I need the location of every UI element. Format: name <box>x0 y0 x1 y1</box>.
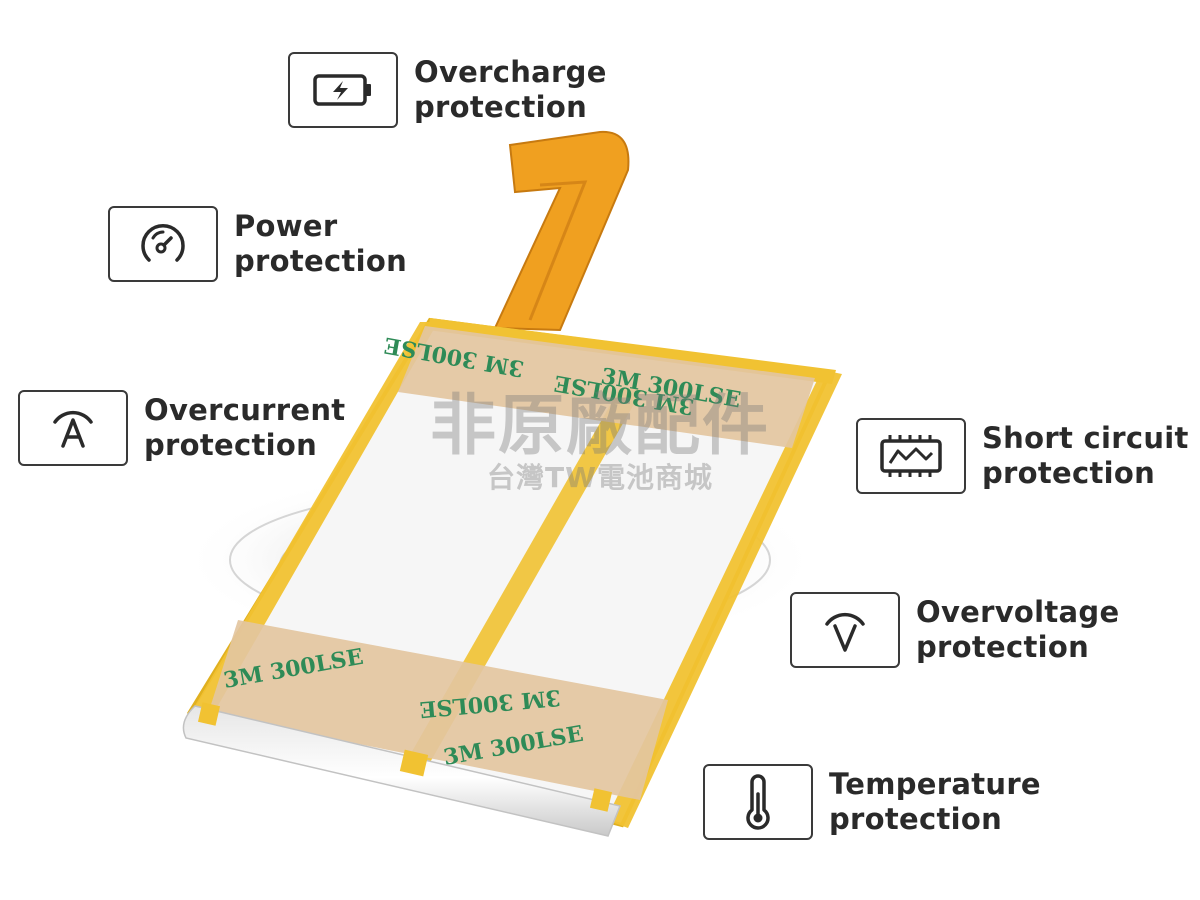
feature-title: Temperature <box>829 767 1041 801</box>
feature-title: Overcurrent <box>144 393 346 427</box>
feature-icon-box <box>18 390 128 466</box>
feature-icon-box <box>108 206 218 282</box>
feature-label: Short circuit protection <box>982 421 1189 491</box>
feature-overcurrent: Overcurrent protection <box>18 390 345 466</box>
frame-left-edge <box>190 322 438 716</box>
feature-title: Power <box>234 209 338 243</box>
watermark-sub: 台灣TW電池商城 <box>487 461 713 494</box>
flex-cable <box>493 130 630 332</box>
feature-short-circuit: Short circuit protection <box>856 418 1189 494</box>
watermark: 非原廠配件 台灣TW電池商城 <box>420 390 780 494</box>
feature-label: Overvoltage protection <box>916 595 1119 665</box>
feature-temperature: Temperature protection <box>703 764 1041 840</box>
watermark-main: 非原廠配件 <box>430 387 770 464</box>
feature-icon-box <box>856 418 966 494</box>
ampere-icon <box>53 410 93 448</box>
feature-label: Overcharge protection <box>414 55 607 125</box>
feature-icon-box <box>703 764 813 840</box>
feature-subtitle: protection <box>414 90 588 124</box>
feature-title: Short circuit <box>982 421 1189 455</box>
feature-subtitle: protection <box>144 428 318 462</box>
feature-icon-box <box>288 52 398 128</box>
feature-overvoltage: Overvoltage protection <box>790 592 1119 668</box>
tape-top <box>398 326 815 448</box>
voltage-icon <box>825 612 865 652</box>
gauge-icon <box>141 223 185 262</box>
feature-label: Overcurrent protection <box>144 393 345 463</box>
circuit-board-icon <box>880 435 942 477</box>
feature-power: Power protection <box>108 206 407 282</box>
feature-icon-box <box>790 592 900 668</box>
feature-label: Temperature protection <box>829 767 1041 837</box>
cell-clip <box>399 749 429 777</box>
feature-subtitle: protection <box>916 630 1090 664</box>
tape-bottom <box>208 620 668 800</box>
feature-subtitle: protection <box>234 244 408 278</box>
frame-right-edge <box>606 370 842 828</box>
cell-clip <box>589 788 613 812</box>
feature-subtitle: protection <box>982 456 1156 490</box>
flex-cable-trace <box>528 180 588 321</box>
feature-overcharge: Overcharge protection <box>288 52 607 128</box>
cell-clip <box>197 702 221 726</box>
battery-charging-icon <box>313 74 371 106</box>
feature-title: Overcharge <box>414 55 607 89</box>
feature-subtitle: protection <box>829 802 1003 836</box>
thermometer-icon <box>746 774 770 830</box>
feature-title: Overvoltage <box>916 595 1120 629</box>
feature-label: Power protection <box>234 209 407 279</box>
